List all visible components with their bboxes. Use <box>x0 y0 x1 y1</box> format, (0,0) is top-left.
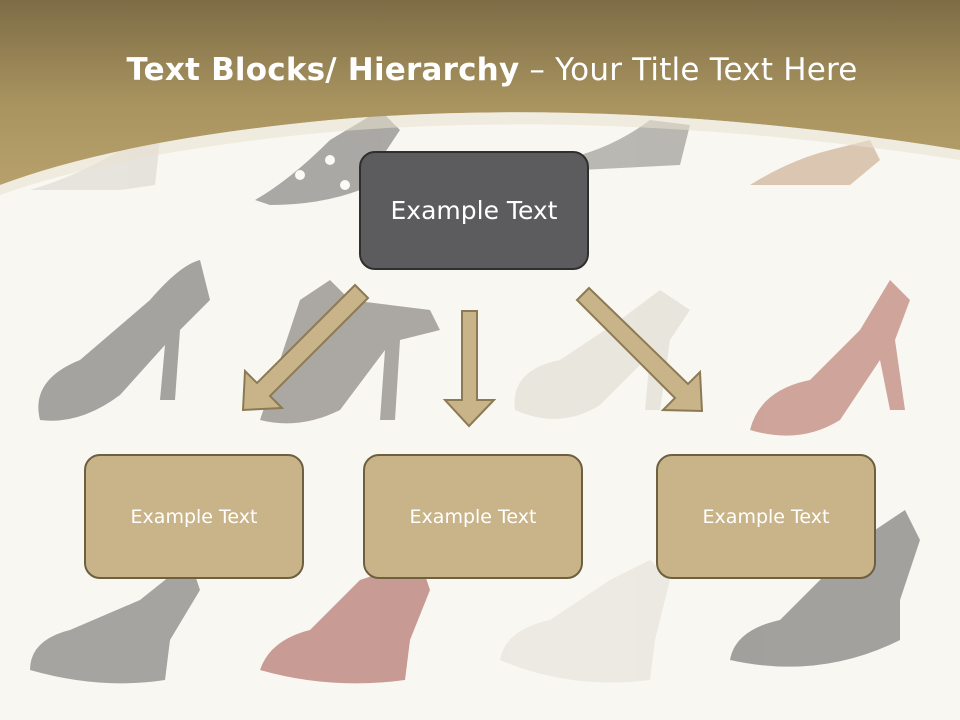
child-box-left[interactable]: Example Text <box>84 454 304 579</box>
title-rest-part: – Your Title Text Here <box>519 52 858 88</box>
child-box-right[interactable]: Example Text <box>656 454 876 579</box>
child-box-label: Example Text <box>702 505 830 528</box>
arrow-center <box>442 310 497 428</box>
arrow-left <box>241 283 370 412</box>
child-box-center[interactable]: Example Text <box>363 454 583 579</box>
child-box-label: Example Text <box>409 505 537 528</box>
title-bold-part: Text Blocks/ Hierarchy <box>126 52 520 88</box>
slide-title: Text Blocks/ Hierarchy – Your Title Text… <box>0 52 960 88</box>
top-example-box[interactable]: Example Text <box>359 151 589 270</box>
arrow-right <box>575 286 704 413</box>
child-box-label: Example Text <box>130 505 258 528</box>
top-box-label: Example Text <box>390 196 558 225</box>
